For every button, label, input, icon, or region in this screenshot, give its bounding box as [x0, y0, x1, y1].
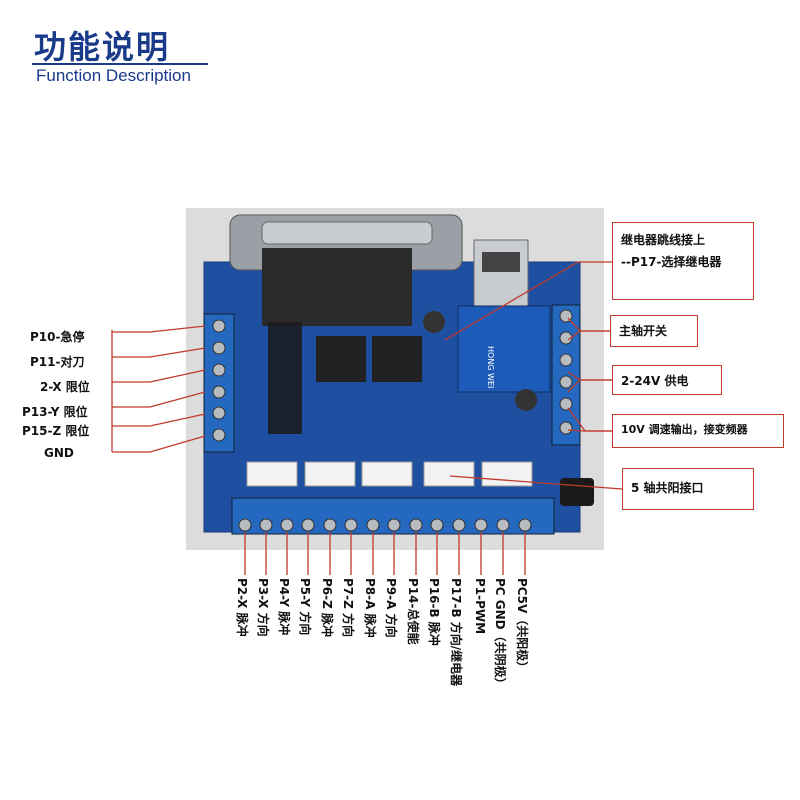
bottom-label-0: P2-X 脉冲 [235, 578, 249, 637]
callout-common-anode-line [449, 475, 623, 490]
ic-chip-2 [372, 336, 422, 382]
ic-chip-1 [316, 336, 366, 382]
optocoupler-array [268, 322, 302, 434]
relay-jumper-line2: --P17-选择继电器 [621, 255, 722, 269]
right-screw-2 [559, 353, 573, 367]
capacitor-1 [423, 311, 445, 333]
left-callout-3 [112, 391, 206, 408]
right-screw-3 [559, 375, 573, 389]
usb-port [473, 239, 529, 307]
relay [457, 305, 551, 393]
bottom-screw-1 [259, 518, 273, 532]
left-screw-1 [212, 341, 226, 355]
bottom-label-9: P16-B 脉冲 [427, 578, 441, 646]
callout-relay-jumper: 继电器跳线接上 --P17-选择继电器 [612, 222, 754, 300]
title-underline [32, 63, 208, 65]
label-x-limit: 2-X 限位 [40, 380, 90, 394]
db25-body [262, 248, 412, 326]
capacitor-3 [560, 478, 594, 506]
capacitor-2 [515, 389, 537, 411]
callout-power-supply: 2-24V 供电 [612, 365, 722, 395]
bottom-label-3: P5-Y 方向 [298, 578, 312, 636]
callout-speed-output: 10V 调速输出，接变频器 [612, 414, 784, 448]
bottom-screw-12 [496, 518, 510, 532]
bottom-screw-9 [430, 518, 444, 532]
bottom-screw-3 [301, 518, 315, 532]
header-y [304, 461, 356, 487]
header-x [246, 461, 298, 487]
bottom-label-8: P14-总使能 [406, 578, 420, 645]
bottom-label-4: P6-Z 脉冲 [320, 578, 334, 638]
label-gnd: GND [44, 446, 74, 460]
left-screw-0 [212, 319, 226, 333]
left-screw-2 [212, 363, 226, 377]
bottom-screw-13 [518, 518, 532, 532]
left-callout-0 [112, 325, 206, 333]
callout-relay-line [444, 261, 612, 341]
bottom-label-5: P7-Z 方向 [341, 578, 355, 638]
right-screw-4 [559, 397, 573, 411]
bottom-label-1: P3-X 方向 [256, 578, 270, 637]
callout-speed-line-b [567, 429, 612, 432]
bottom-screw-10 [452, 518, 466, 532]
bottom-label-10: P17-B 方向/继电器 [449, 578, 463, 687]
header-z [361, 461, 413, 487]
right-screw-1 [559, 331, 573, 345]
bottom-screw-11 [474, 518, 488, 532]
label-p11-tool-setting: P11-对刀 [30, 355, 85, 369]
right-screw-5 [559, 421, 573, 435]
bottom-label-11: P1-PWM [473, 578, 487, 635]
bottom-screw-4 [323, 518, 337, 532]
relay-brand: HONG WEI [486, 346, 495, 388]
relay-jumper-line1: 继电器跳线接上 [621, 233, 706, 247]
bottom-screw-8 [409, 518, 423, 532]
callout-spindle-line-b [567, 330, 610, 341]
bottom-screw-6 [366, 518, 380, 532]
left-callout-5 [112, 435, 206, 453]
bottom-label-13: PC5V（共阳极） [515, 578, 529, 674]
bottom-label-12: PC GND（共阴极） [493, 578, 507, 690]
left-screw-3 [212, 385, 226, 399]
header-b [481, 461, 533, 487]
bottom-label-6: P8-A 脉冲 [363, 578, 377, 638]
left-callout-2 [112, 369, 206, 383]
bottom-screw-7 [387, 518, 401, 532]
bottom-label-7: P9-A 方向 [384, 578, 398, 638]
page-title: 功能说明 [34, 28, 171, 66]
callout-spindle-switch: 主轴开关 [610, 315, 698, 347]
bottom-label-2: P4-Y 脉冲 [277, 578, 291, 636]
bottom-screw-0 [238, 518, 252, 532]
left-screw-4 [212, 406, 226, 420]
bottom-screw-5 [344, 518, 358, 532]
label-y-limit: P13-Y 限位 [22, 405, 88, 419]
callout-common-anode: 5 轴共阳接口 [622, 468, 754, 510]
left-callout-1 [112, 347, 206, 358]
header-a [423, 461, 475, 487]
left-callout-4 [112, 413, 206, 427]
left-screw-5 [212, 428, 226, 442]
page-subtitle: Function Description [36, 66, 191, 85]
callout-power-line-b [567, 379, 612, 393]
label-z-limit: P15-Z 限位 [22, 424, 90, 438]
label-p10-estop: P10-急停 [30, 330, 85, 344]
bottom-screw-2 [280, 518, 294, 532]
